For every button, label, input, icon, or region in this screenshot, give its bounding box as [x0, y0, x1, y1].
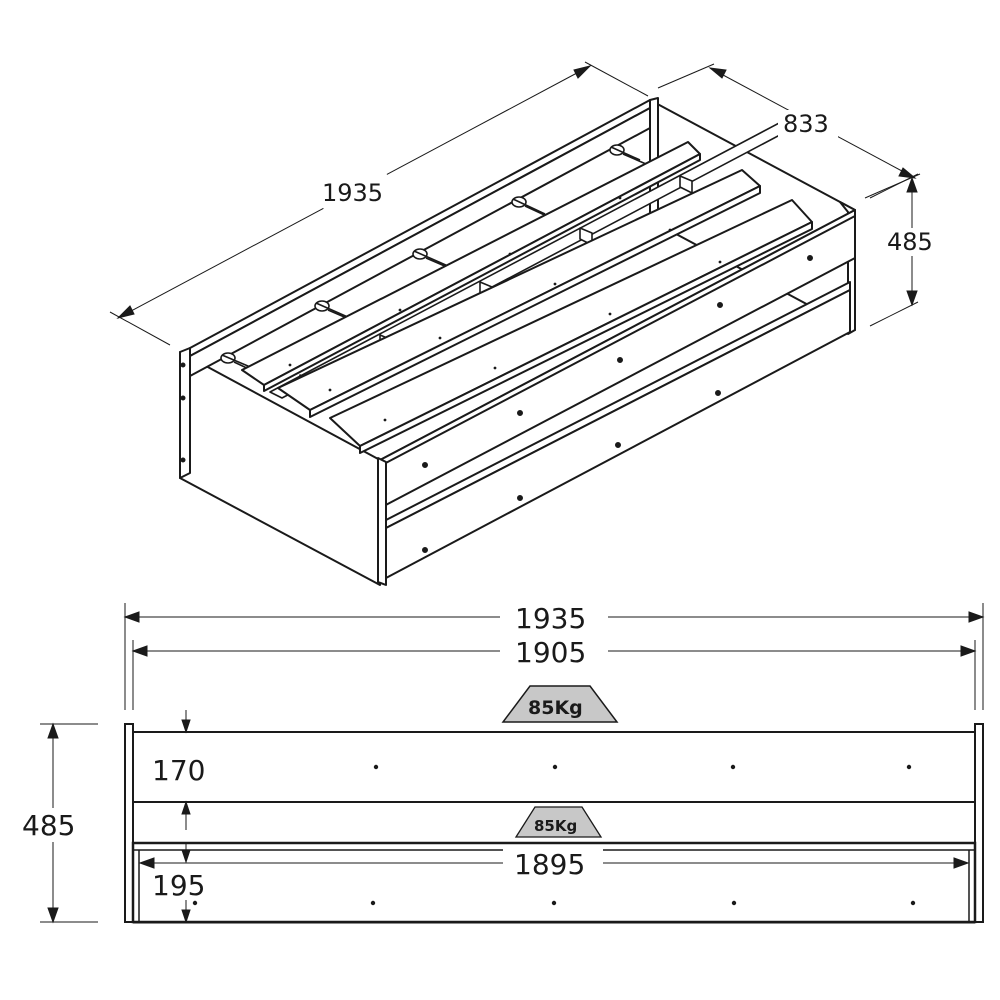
front-screws [192, 764, 916, 906]
slat-screws [288, 196, 722, 422]
left-end-panel [179, 347, 381, 586]
iso-length-label: 1935 [322, 179, 383, 207]
right-post [974, 723, 984, 923]
iso-depth-label: 833 [783, 110, 829, 138]
trundle-drawer [385, 281, 851, 579]
isometric-view [179, 97, 856, 586]
drawer-load-label: 85Kg [534, 817, 577, 835]
rod-2 [314, 300, 357, 323]
drawer-height-label: 195 [152, 869, 205, 902]
drawer-width-label: 1895 [514, 848, 585, 881]
top-load-label: 85Kg [528, 697, 583, 719]
top-panel-height-label: 170 [152, 754, 205, 787]
back-rail [189, 99, 651, 377]
drawer-load-indicator: 85Kg [514, 806, 603, 838]
slat-1 [241, 141, 701, 392]
inner-width-label: 1905 [515, 636, 586, 669]
panel-height-dims [181, 710, 191, 924]
front-height-label: 485 [22, 809, 75, 842]
slat-2 [277, 169, 761, 418]
slat-3 [329, 199, 813, 454]
overall-width-label: 1935 [515, 602, 586, 635]
front-rail [379, 209, 856, 509]
top-load-indicator: 85Kg [501, 685, 619, 723]
iso-height-label: 485 [887, 228, 933, 256]
front-view: 1935 1905 85Kg 85Kg [20, 600, 985, 924]
left-post [124, 723, 134, 923]
front-left-post [377, 457, 387, 586]
rod-4 [511, 196, 552, 219]
rod-5 [609, 144, 647, 165]
